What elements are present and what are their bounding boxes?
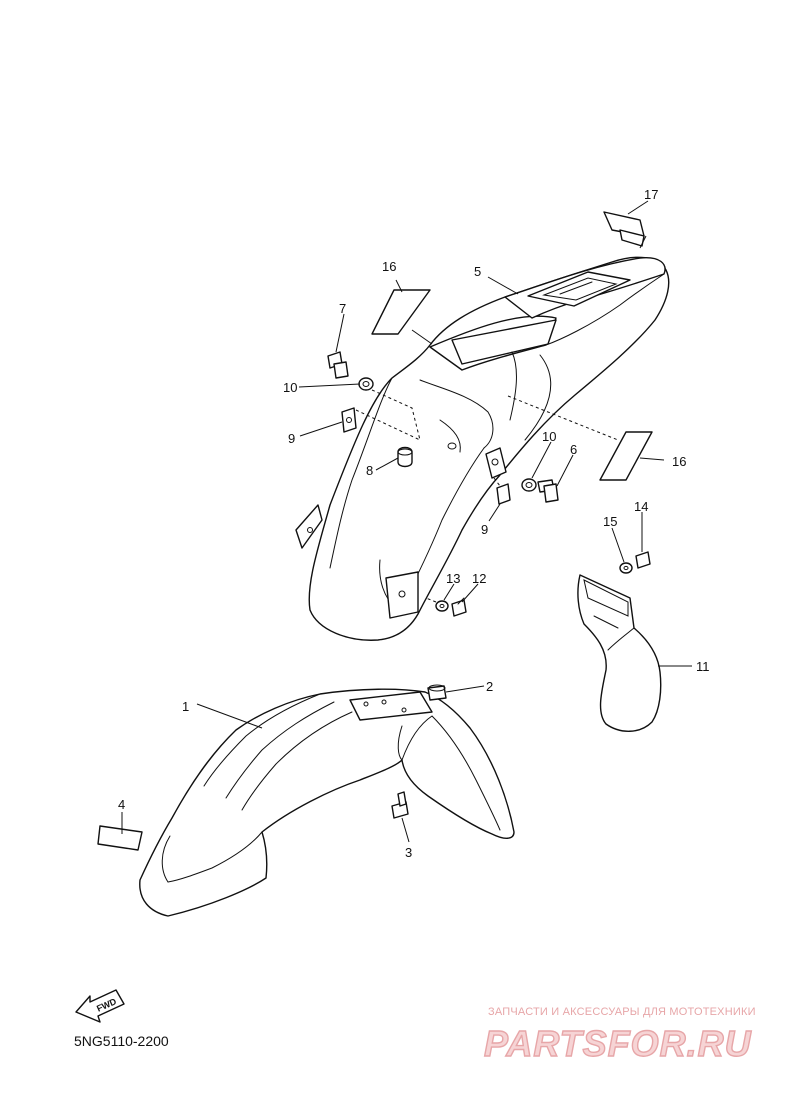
callout-5: 5 — [474, 264, 481, 279]
washer-13 — [435, 600, 449, 612]
watermark-tagline: ЗАПЧАСТИ И АКСЕССУАРЫ ДЛЯ МОТОТЕХНИКИ — [488, 1006, 756, 1018]
callout-10-right: 10 — [542, 429, 556, 444]
bolt-6 — [537, 479, 559, 503]
front-fender — [139, 688, 515, 917]
decal-16-left — [371, 289, 431, 335]
callout-8: 8 — [366, 463, 373, 478]
callout-2: 2 — [486, 679, 493, 694]
callout-4: 4 — [118, 797, 125, 812]
watermark-logo-text: PARTSFOR.RU — [484, 1023, 752, 1064]
decal-17 — [603, 211, 645, 247]
catalog-number: 5NG5110-2200 — [74, 1033, 169, 1049]
callout-17: 17 — [644, 187, 658, 202]
bolt-7 — [327, 351, 349, 379]
callout-3: 3 — [405, 845, 412, 860]
grommet-2 — [427, 684, 447, 701]
nut-9-upper — [341, 407, 357, 433]
callout-13: 13 — [446, 571, 460, 586]
callout-11: 11 — [696, 659, 710, 674]
collar-10-upper — [358, 377, 374, 391]
nut-9-lower — [496, 483, 511, 505]
callout-labels: 1 2 3 4 5 6 7 8 9 9 10 10 11 12 13 14 15… — [118, 187, 710, 860]
washer-15 — [619, 562, 633, 574]
leader-lines — [121, 200, 692, 843]
callout-1: 1 — [182, 699, 189, 714]
decal-4 — [97, 825, 143, 851]
callout-10-upper: 10 — [283, 380, 297, 395]
callout-15: 15 — [603, 514, 617, 529]
callout-14: 14 — [634, 499, 648, 514]
callout-16-right: 16 — [672, 454, 686, 469]
bolt-12 — [451, 597, 467, 617]
bolt-3 — [391, 791, 409, 819]
callout-16-left: 16 — [382, 259, 396, 274]
collar-10-right — [521, 478, 537, 492]
rear-fender — [295, 256, 670, 641]
grommet-8 — [397, 446, 413, 468]
fwd-arrow-icon: FWD — [75, 989, 125, 1023]
bolt-14 — [635, 551, 651, 569]
watermark-logo: PARTSFOR.RU — [483, 1022, 752, 1064]
callout-7: 7 — [339, 301, 346, 316]
mud-flap-11 — [577, 574, 662, 732]
callout-6: 6 — [570, 442, 577, 457]
callout-12: 12 — [472, 571, 486, 586]
callout-9-lower: 9 — [481, 522, 488, 537]
callout-9-upper: 9 — [288, 431, 295, 446]
decal-16-right — [599, 431, 653, 481]
